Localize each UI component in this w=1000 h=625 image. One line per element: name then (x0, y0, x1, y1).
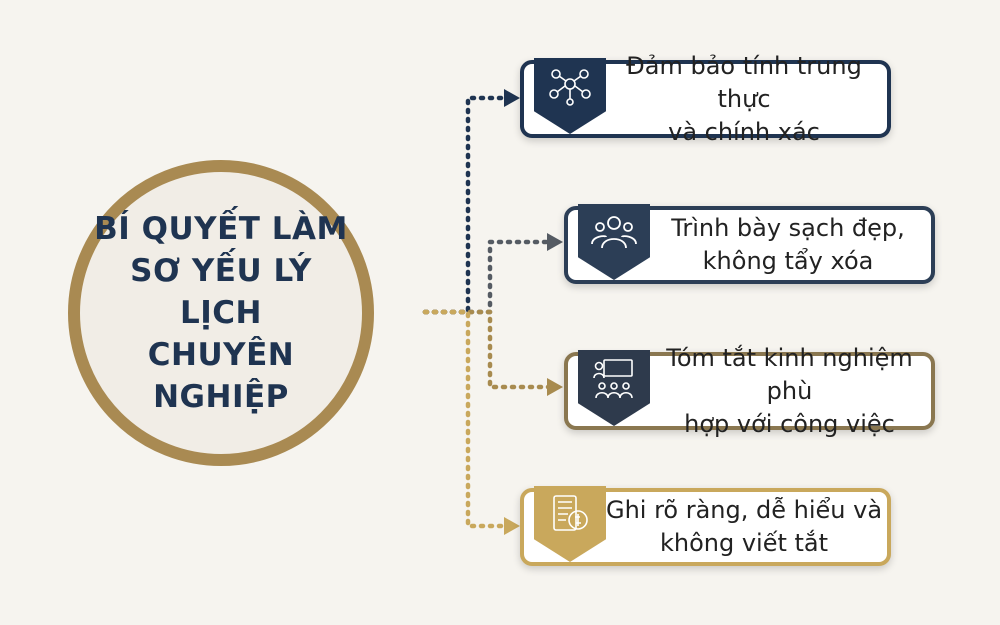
center-topic-circle: BÍ QUYẾT LÀM SƠ YẾU LÝ LỊCH CHUYÊN NGHIỆ… (68, 160, 374, 466)
tip-card-4: Ghi rõ ràng, dễ hiểu và không viết tắt (520, 486, 891, 566)
network-people-icon (549, 69, 591, 106)
connector-line-1 (422, 95, 515, 315)
document-money-icon (553, 495, 588, 531)
presentation-icon (593, 359, 633, 399)
group-people-icon (591, 216, 637, 249)
center-title: BÍ QUYẾT LÀM SƠ YẾU LÝ LỊCH CHUYÊN NGHIỆ… (91, 208, 351, 418)
tip-3-line-2: hợp với công việc (684, 409, 895, 438)
tip-3-line-1: Tóm tắt kinh nghiệm phù (666, 343, 913, 405)
tip-card-3: Tóm tắt kinh nghiệm phù hợp với công việ… (564, 344, 935, 438)
tip-badge-2 (578, 204, 650, 280)
tip-1-line-1: Đảm bảo tính trung thực (626, 51, 862, 113)
tip-card-2: Trình bày sạch đẹp, không tẩy xóa (564, 204, 935, 284)
arrowhead-2 (547, 233, 563, 251)
tip-badge-3 (578, 350, 650, 426)
arrowhead-3 (547, 378, 563, 396)
center-title-line-1: BÍ QUYẾT LÀM (94, 211, 348, 247)
connector-line-4 (422, 309, 515, 529)
tip-4-line-1: Ghi rõ ràng, dễ hiểu và (605, 496, 883, 524)
tip-label-2: Trình bày sạch đẹp, không tẩy xóa (648, 212, 928, 278)
tip-label-1: Đảm bảo tính trung thực và chính xác (604, 50, 884, 149)
tip-4-line-2: không viết tắt (659, 529, 829, 557)
arrowhead-1 (504, 89, 520, 107)
tip-badge-1 (534, 58, 606, 134)
connector-line-3 (422, 309, 558, 390)
connector-line-2 (422, 239, 558, 315)
tip-label-4: Ghi rõ ràng, dễ hiểu và không viết tắt (604, 494, 884, 560)
tip-card-1: Đảm bảo tính trung thực và chính xác (520, 52, 891, 146)
tip-badge-4 (534, 486, 606, 562)
center-title-line-3: CHUYÊN NGHIỆP (147, 337, 295, 415)
center-title-line-2: SƠ YẾU LÝ LỊCH (130, 253, 312, 331)
arrowhead-4 (504, 517, 520, 535)
tip-label-3: Tóm tắt kinh nghiệm phù hợp với công việ… (648, 342, 931, 441)
tip-2-line-1: Trình bày sạch đẹp, (671, 214, 905, 242)
tip-1-line-2: và chính xác (668, 117, 820, 146)
tip-2-line-2: không tẩy xóa (702, 247, 874, 275)
